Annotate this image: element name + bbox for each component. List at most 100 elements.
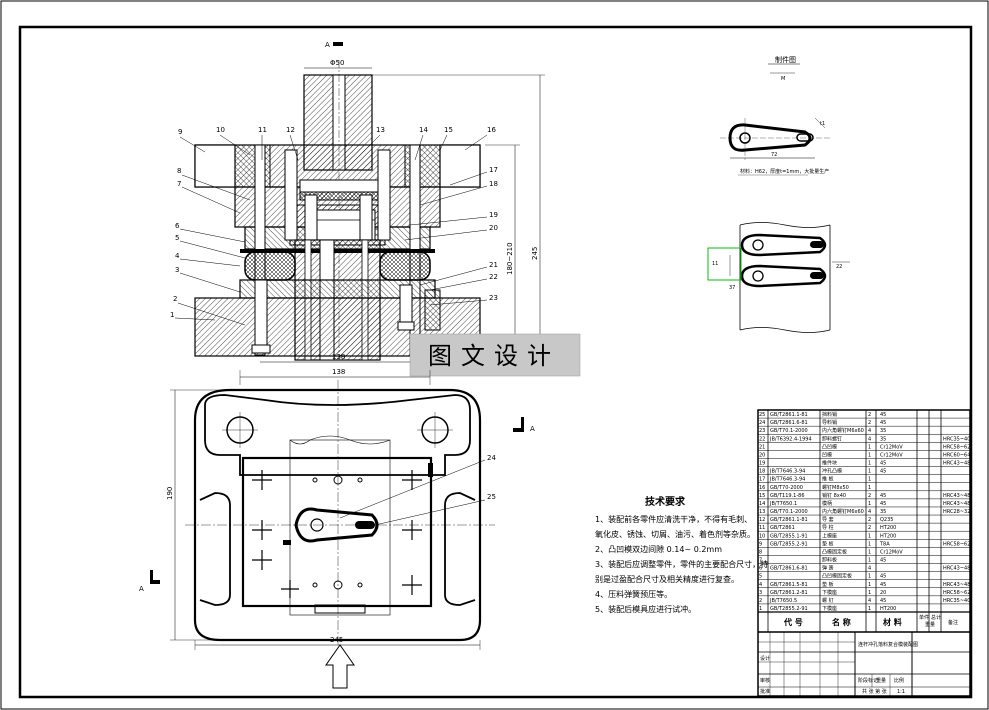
bom-cell-name: 凹模 [822,451,832,458]
bom-cell-qty: 1 [868,606,871,612]
bom-cell-qty: 2 [868,525,871,531]
bom-cell-qty: 1 [868,485,871,491]
bom-cell-no: 25 [759,412,765,418]
part-no-15: 15 [444,126,453,134]
bom-cell-qty: 1 [868,574,871,580]
leaders [174,134,488,326]
strip-gap-dim: 22 [836,264,842,270]
tech-req-6: 4、压料弹簧预压等。 [595,589,672,599]
strip-h-dim: 37 [729,285,735,291]
bom-cell-qty: 1 [868,477,871,483]
feed-arrow [325,644,355,689]
bom-cell-qty: 2 [868,412,871,418]
title-stage: 阶段标记 [858,677,878,684]
bom-cell-name: 下模座 [822,605,837,612]
view-label-right: A [530,425,535,433]
bom-cell-code: JB/T7646.3-94 [769,477,805,483]
plan-view: 138 [139,368,535,689]
bom-cell-rem: HRC28~32 [943,509,970,515]
bom-cell-qty: 1 [868,469,871,475]
bom-cell-name: 凸凹模固定板 [822,573,852,580]
bom-cell-qty: 1 [868,444,871,450]
bom-cell-no: 8 [759,549,762,555]
part-no-9: 9 [178,128,182,136]
bom-cell-code: GB/T2861.1-81 [770,517,808,523]
title-drawing-name: 连杆冲孔落料复合模装配图 [858,641,918,648]
bom-cell-name: 卸料螺钉 [822,435,842,442]
part-no-7: 7 [177,180,181,188]
part-no-23: 23 [489,294,498,302]
bom-hdr-weight: 重量 [925,621,935,628]
bom-cell-rem: HRC43~48 [943,566,970,572]
strip-w-dim: 11 [712,261,718,267]
bom-cell-rem: HRC35~40 [943,436,970,442]
part-drawing-title: 制件图 [775,55,796,64]
bom-cell-no: 13 [759,509,765,515]
bom-cell-no: 24 [759,420,765,426]
bom-cell-name: 螺钉M8x50 [822,484,849,491]
title-scale-value: 1:1 [897,689,905,695]
bom-cell-code: GB/T2861.5-81 [770,582,808,588]
bom-hdr-code: 代 号 [783,617,803,627]
part-drawing-scale: M [781,76,785,82]
part-no-17: 17 [489,166,498,174]
bom-cell-name: 导 套 [822,516,834,523]
bom-cell-no: 6 [759,566,762,572]
bom-cell-name: 下模座 [822,589,837,596]
bom-cell-no: 17 [759,477,765,483]
bom-cell-name: 推件块 [822,460,837,467]
bom-cell-no: 9 [759,541,762,547]
bom-cell-code: GB/T2861.6-81 [770,420,808,426]
bom-cell-code: GB/T119.1-86 [770,493,805,499]
bom-cell-mat: HT200 [880,525,896,531]
bom-cell-mat: HT200 [880,606,896,612]
title-sheet: 共 张 第 张 [862,688,887,695]
bom-cell-name: 内六角螺钉M6x60 [822,427,864,434]
bom-cell-qty: 1 [868,590,871,596]
bom-hdr-rem: 备注 [948,619,958,626]
part-drawing: 制件图 M 72 t1 材料：H62，厚度t=1mm，大批量生产 11 22 3… [707,55,850,333]
title-check: 审核 [760,677,770,684]
bom-cell-qty: 1 [868,461,871,467]
rubber-right [379,251,431,281]
part-no-12: 12 [286,126,295,134]
bom-cell-code: GB/T2855.1-91 [770,533,808,539]
bom-cell-no: 5 [759,574,762,580]
bom-cell-mat: 35 [880,428,886,434]
bom-cell-mat: 45 [880,598,886,604]
bom-cell-code: GB/T2861.1-81 [770,412,808,418]
part-no-21: 21 [489,261,498,269]
plan-depth-dim: 190 [166,487,174,500]
bom-cell-mat: Cr12MoV [880,444,903,450]
tech-req-3: 2、凸凹模双边间隙 0.14~ 0.2mm [595,544,722,554]
title-design: 设计 [760,655,770,662]
bom-hdr-mat: 材 料 [883,617,902,627]
top-width-dim: 138 [332,353,345,361]
bom-cell-qty: 1 [868,558,871,564]
part-no-2: 2 [173,295,177,303]
part-no-25: 25 [487,493,496,501]
bom-cell-rem: HRC43~48 [943,493,970,499]
bom-cell-rem: HRC43~48 [943,461,970,467]
lower-plate [241,456,433,608]
bom-cell-name: 内六角螺钉M6x60 [822,508,864,515]
bom-cell-code: GB/T70.1-2000 [770,509,808,515]
bom-cell-mat: 45 [880,501,886,507]
bom-cell-mat: 45 [880,558,886,564]
part-no-3: 3 [175,266,179,274]
bom-cell-mat: 45 [880,493,886,499]
part-no-18: 18 [489,180,498,188]
bom-cell-code: GB/T2855.2-91 [770,541,808,547]
title-weight: 重量 [876,677,886,684]
plan-width-dim: 245 [330,636,343,644]
bom-cell-code: JB/T7650.1 [769,501,797,507]
bom-cell-qty: 2 [868,493,871,499]
section-label: A [325,41,330,49]
bom-cell-code: JB/T7646.3-94 [769,469,805,475]
bom-cell-code: JB/T7650.5 [769,598,797,604]
part-no-14: 14 [419,126,428,134]
bom-cell-mat: Cr12MoV [880,452,903,458]
bom-cell-no: 4 [759,582,762,588]
part-no-11: 11 [258,126,267,134]
